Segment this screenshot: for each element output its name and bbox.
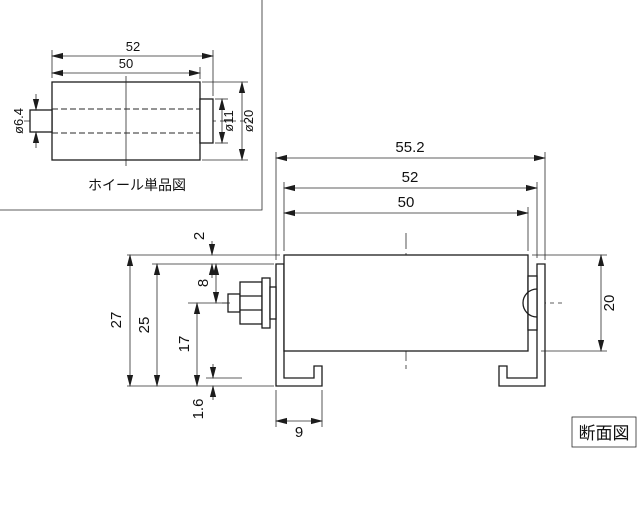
dim-axle-height: 17 — [176, 336, 193, 353]
left-dimension-lines — [126, 241, 280, 400]
dim-wheel-hub-dia: ø11 — [221, 110, 236, 131]
dim-wheel-bore: ø6.4 — [11, 108, 26, 134]
title-block: 断面図 — [571, 416, 637, 448]
inset-border — [0, 0, 263, 211]
section-view-title: 断面図 — [579, 424, 630, 443]
dim-wheel-body-length: 50 — [119, 56, 133, 71]
shaft-end-arc-right — [522, 288, 538, 318]
roller-hub-right — [527, 275, 538, 331]
dim-roller-overall: 52 — [402, 169, 419, 186]
wheel-shaft-stub — [29, 109, 53, 133]
bottom-dimension-lines — [275, 390, 323, 427]
dim-frame-width: 55.2 — [395, 139, 424, 156]
dim-top-clearance: 2 — [191, 232, 208, 240]
spacer — [269, 286, 277, 320]
axle-nut-assembly — [227, 277, 277, 329]
dim-side-height: 25 — [136, 317, 153, 334]
dim-frame-height: 27 — [108, 312, 125, 329]
wheel-detail-view: 52 50 ø6.4 ø11 ø20 ホイール単品図 — [0, 0, 263, 211]
wheel-dimension-lines — [32, 50, 248, 161]
dim-roller-body: 50 — [398, 194, 415, 211]
cross-section-view: 55.2 52 50 27 25 17 8 2 1.6 — [108, 139, 637, 448]
dim-wheel-outer-dia: ø20 — [241, 110, 256, 132]
hex-nut — [239, 281, 263, 325]
dim-flange-width: 9 — [295, 424, 303, 441]
right-dimension-lines — [532, 254, 607, 352]
top-dimension-lines — [275, 152, 546, 260]
washer — [261, 277, 271, 329]
dim-center-to-frame-top: 8 — [195, 279, 212, 287]
roller-body — [283, 254, 529, 352]
dim-roller-dia: 20 — [601, 295, 618, 312]
wheel-detail-view-title: ホイール単品図 — [88, 177, 186, 193]
dim-wheel-overall-length: 52 — [126, 39, 140, 54]
wheel-hub — [199, 98, 214, 144]
title-block-border — [571, 416, 637, 448]
dim-plate-thickness: 1.6 — [190, 399, 207, 420]
